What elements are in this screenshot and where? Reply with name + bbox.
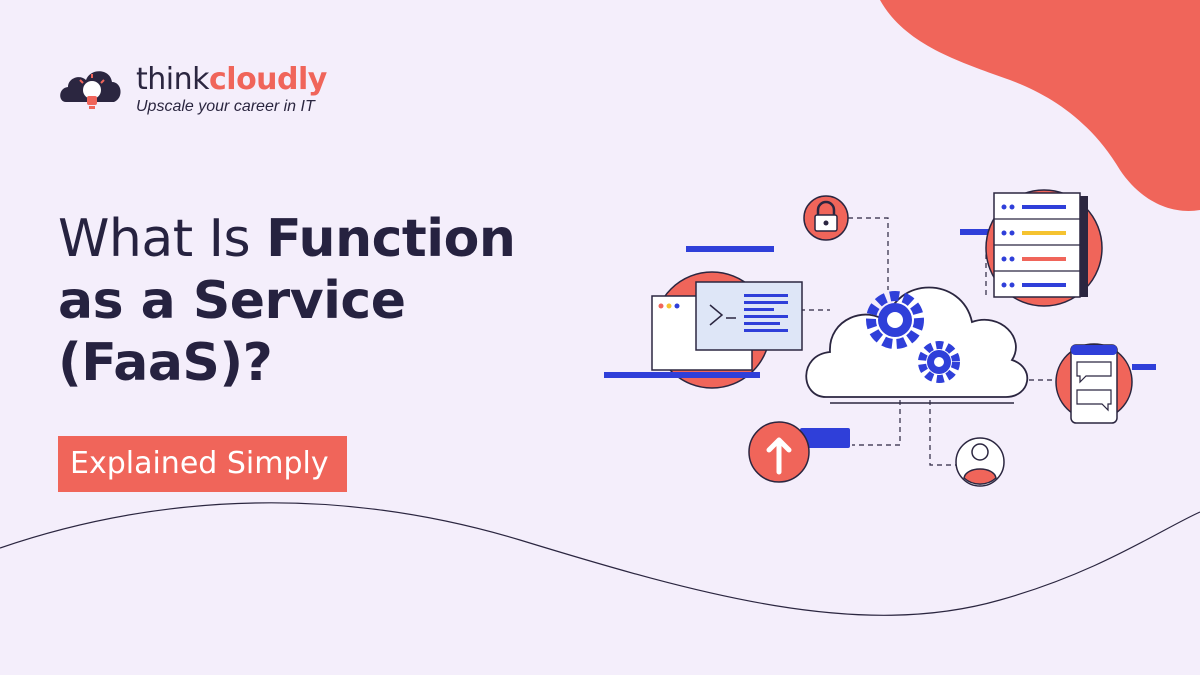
- laptop-terminal-icon: [604, 271, 803, 389]
- mobile-chat-icon: [1055, 343, 1133, 424]
- brand-name: thinkcloudly: [136, 62, 327, 97]
- upload-arrow-icon: [748, 421, 850, 483]
- title-line-2: as a Service: [58, 271, 406, 331]
- user-icon: [955, 437, 1005, 487]
- gear-icon: [866, 291, 960, 383]
- title-line-3: (FaaS)?: [58, 333, 273, 393]
- server-rack-icon: [985, 189, 1103, 307]
- brand-logo[interactable]: thinkcloudly Upscale your career in IT: [58, 60, 358, 120]
- subtitle-badge: Explained Simply: [58, 436, 347, 492]
- page-title: What Is Function as a Service (FaaS)?: [58, 208, 516, 394]
- title-line-1: What Is Function: [58, 209, 516, 269]
- cloud-bulb-icon: [60, 71, 121, 109]
- lock-icon: [803, 195, 849, 241]
- brand-tagline: Upscale your career in IT: [136, 98, 315, 115]
- cloud-icon: [805, 286, 1029, 404]
- faas-illustration: [604, 189, 1156, 487]
